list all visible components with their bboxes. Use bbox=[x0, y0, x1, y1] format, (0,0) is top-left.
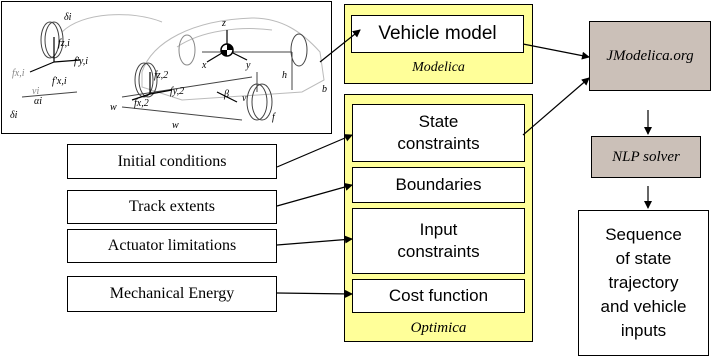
svg-text:f'x,i: f'x,i bbox=[52, 76, 67, 87]
initial-conditions-box: Initial conditions bbox=[67, 144, 277, 179]
output-line-4: and vehicle bbox=[600, 297, 687, 316]
svg-text:f: f bbox=[272, 112, 276, 123]
vehicle-illustration: δi fz,i fx,i f'y,i f'x,i vi αi δi fz,2 f… bbox=[1, 1, 332, 134]
modelica-group: Vehicle model Modelica bbox=[344, 4, 533, 84]
svg-text:β: β bbox=[223, 89, 229, 100]
state-constraints-box: State constraints bbox=[352, 104, 525, 162]
svg-text:w: w bbox=[172, 120, 179, 131]
svg-text:z: z bbox=[221, 18, 226, 29]
svg-text:αi: αi bbox=[34, 96, 42, 107]
output-line-5: inputs bbox=[620, 321, 667, 340]
svg-text:fy,2: fy,2 bbox=[170, 86, 184, 97]
arrow-actuator-limitations bbox=[276, 235, 353, 246]
svg-text:δi: δi bbox=[64, 12, 72, 23]
state-constraints-line-1: State bbox=[418, 112, 459, 131]
input-constraints-line-2: constraints bbox=[397, 242, 480, 261]
boundaries-box: Boundaries bbox=[352, 167, 525, 203]
svg-text:y: y bbox=[245, 60, 251, 71]
output-line-1: Sequence bbox=[605, 225, 682, 244]
arrow-initial-conditions bbox=[276, 134, 353, 168]
svg-text:δi: δi bbox=[10, 110, 18, 121]
svg-text:v: v bbox=[242, 93, 247, 104]
svg-text:w: w bbox=[110, 102, 117, 113]
track-extents-box: Track extents bbox=[67, 190, 277, 224]
cost-function-box: Cost function bbox=[352, 279, 525, 313]
svg-text:b: b bbox=[322, 84, 327, 95]
svg-text:h: h bbox=[282, 70, 287, 81]
actuator-limitations-box: Actuator limitations bbox=[67, 229, 277, 263]
svg-text:x: x bbox=[201, 60, 207, 71]
modelica-caption: Modelica bbox=[412, 60, 465, 75]
nlp-solver-box: NLP solver bbox=[591, 136, 701, 178]
output-line-2: of state bbox=[615, 249, 672, 268]
svg-text:fz,2: fz,2 bbox=[154, 70, 168, 81]
jmodelica-box: JModelica.org bbox=[589, 21, 711, 91]
arrow-mechanical-energy bbox=[276, 289, 353, 298]
mechanical-energy-box: Mechanical Energy bbox=[67, 276, 277, 312]
output-line-3: trajectory bbox=[608, 273, 679, 292]
optimica-caption: Optimica bbox=[410, 319, 467, 336]
svg-text:fx,i: fx,i bbox=[12, 68, 25, 79]
vehicle-labels: δi fz,i fx,i f'y,i f'x,i vi αi δi fz,2 f… bbox=[10, 12, 327, 131]
svg-text:fx,2: fx,2 bbox=[134, 98, 149, 109]
arrow-track-extents bbox=[276, 183, 353, 207]
svg-text:f'y,i: f'y,i bbox=[74, 56, 88, 67]
vehicle-model-box: Vehicle model bbox=[351, 15, 524, 53]
input-constraints-box: Input constraints bbox=[352, 208, 525, 274]
optimica-group: State constraints Boundaries Input const… bbox=[344, 94, 533, 342]
vehicle-drawing: δi fz,i fx,i f'y,i f'x,i vi αi δi fz,2 f… bbox=[10, 12, 327, 131]
output-box: Sequence of state trajectory and vehicle… bbox=[578, 210, 709, 356]
svg-text:fz,i: fz,i bbox=[58, 38, 70, 49]
input-constraints-line-1: Input bbox=[419, 220, 458, 239]
state-constraints-line-2: constraints bbox=[397, 134, 480, 153]
svg-text:vi: vi bbox=[32, 86, 39, 97]
